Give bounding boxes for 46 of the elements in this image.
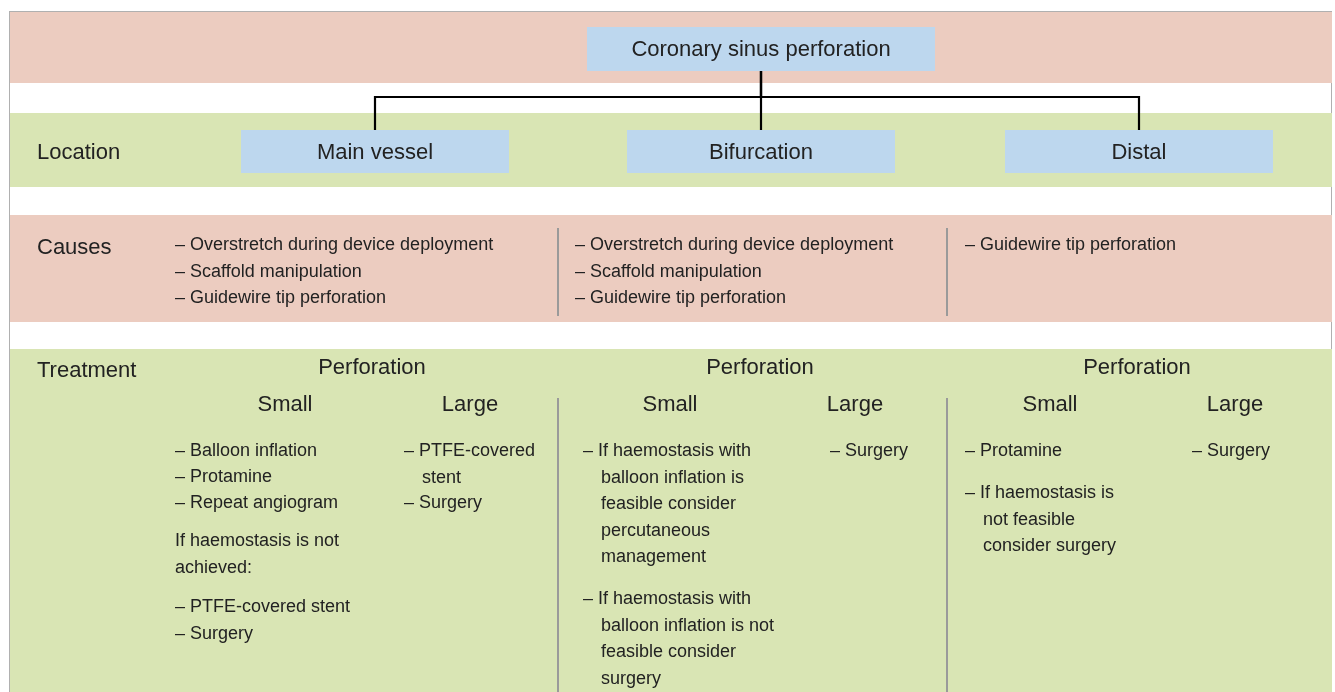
row-band (10, 113, 1332, 187)
list-item: – Guidewire tip perforation (575, 286, 788, 309)
category-box (587, 27, 935, 71)
list-item: – Overstretch during device deployment (575, 233, 895, 256)
list-item: – Scaffold manipulation (575, 260, 763, 283)
category-box (1005, 130, 1273, 173)
list-item: – Protamine (175, 465, 274, 488)
list-item: – Surgery (830, 439, 910, 462)
row-band (10, 215, 1332, 322)
column-heading: Small (256, 391, 314, 418)
box-text: Main vessel (316, 138, 434, 165)
list-item: – If haemostasis is not feasible consider surgery (965, 481, 1118, 557)
list-item: – Surgery (404, 491, 484, 514)
column-heading: Small (641, 391, 699, 418)
list-item: – Guidewire tip perforation (965, 233, 1178, 256)
list-item: – Scaffold manipulation (175, 260, 363, 283)
column-heading: Perforation (1082, 354, 1192, 381)
category-box (241, 130, 509, 173)
list-item: – PTFE-covered stent (404, 439, 537, 489)
note-text: If haemostasis is not achieved: (175, 529, 341, 579)
category-box (627, 130, 895, 173)
list-item: – Repeat angiogram (175, 491, 340, 514)
column-heading: Large (440, 391, 500, 418)
column-heading: Large (825, 391, 885, 418)
list-item: – Guidewire tip perforation (175, 286, 388, 309)
connector-line (759, 71, 1141, 130)
list-item: – PTFE-covered stent (175, 595, 352, 618)
list-item: – Protamine (965, 439, 1064, 462)
column-heading: Perforation (705, 354, 815, 381)
list-item: – If haemostasis with balloon inflation is not feasible consider surgery (583, 587, 776, 690)
row-band (10, 349, 1332, 692)
list-item: – Surgery (1192, 439, 1272, 462)
row-band (10, 12, 1332, 83)
list-item: – Balloon inflation (175, 439, 319, 462)
row-heading: Treatment (37, 357, 137, 383)
list-item: – If haemostasis with balloon inflation is feasible consider percutaneous management (583, 439, 753, 568)
column-heading: Large (1205, 391, 1265, 418)
column-heading: Perforation (317, 354, 427, 381)
list-item: – Overstretch during device deployment (175, 233, 495, 256)
box-text: Distal (1111, 138, 1167, 165)
box-text: Bifurcation (709, 138, 813, 165)
box-text: Coronary sinus perforation (631, 36, 891, 62)
row-heading: Causes (37, 234, 112, 260)
row-heading: Location (37, 139, 121, 165)
column-heading: Small (1021, 391, 1079, 418)
list-item: – Surgery (175, 622, 255, 645)
